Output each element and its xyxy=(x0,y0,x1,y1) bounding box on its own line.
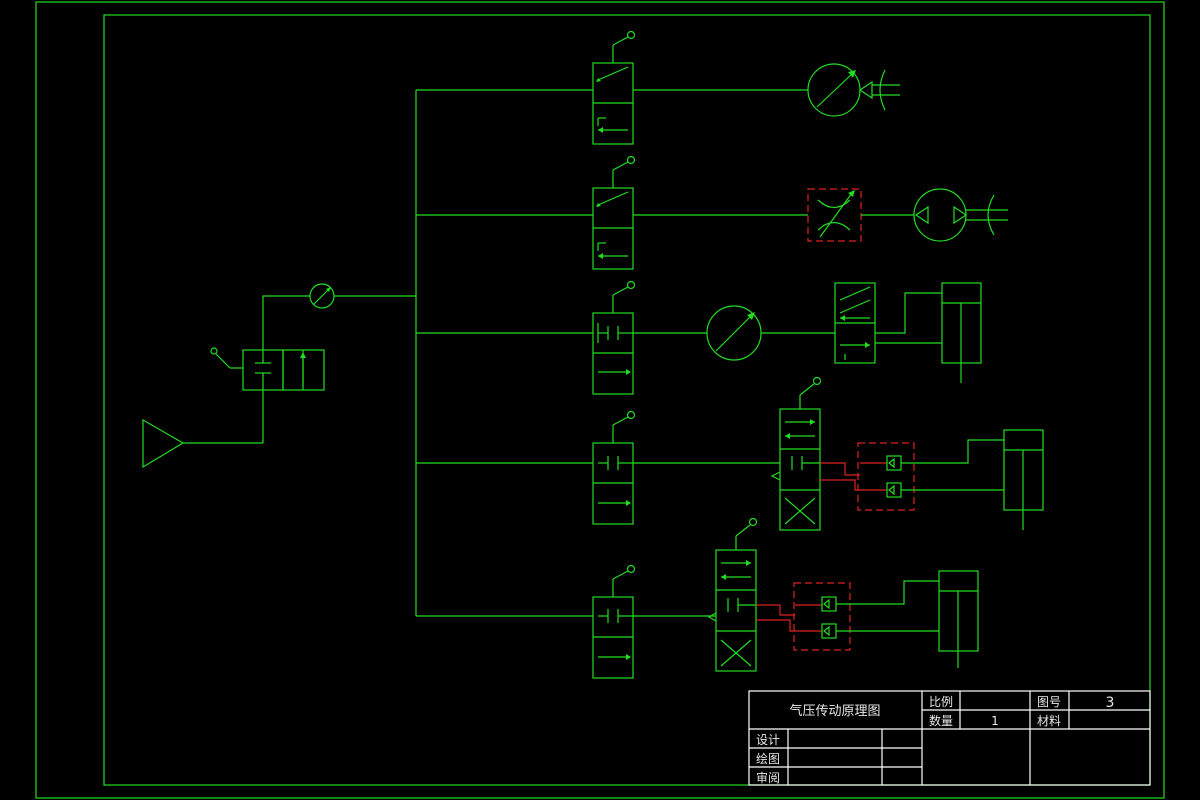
air-source xyxy=(142,418,263,469)
quantity-label: 数量 xyxy=(929,713,953,728)
outer-frame xyxy=(35,1,1165,799)
supply-line xyxy=(262,90,417,616)
quantity-value: 1 xyxy=(991,714,999,728)
scale-label: 比例 xyxy=(929,695,953,709)
circuit-2 xyxy=(416,155,1008,270)
drawing-title: 气压传动原理图 xyxy=(789,703,880,719)
material-label: 材料 xyxy=(1037,714,1061,728)
circuit-1 xyxy=(416,30,900,145)
circuit-5 xyxy=(416,517,979,679)
review-label: 审阅 xyxy=(756,770,780,785)
circuit-3 xyxy=(416,280,982,395)
draw-label: 绘图 xyxy=(756,751,780,766)
main-shutoff-valve xyxy=(210,347,325,443)
inner-frame xyxy=(103,14,1151,786)
drawing-number-label: 图号 xyxy=(1037,695,1061,709)
drawing-number-value: 3 xyxy=(1106,695,1115,711)
design-label: 设计 xyxy=(756,733,780,747)
circuit-4 xyxy=(416,376,1044,531)
title-block: 气压传动原理图 比例 图号 3 数量 1 材料 设计 绘图 审阅 xyxy=(748,690,1151,786)
